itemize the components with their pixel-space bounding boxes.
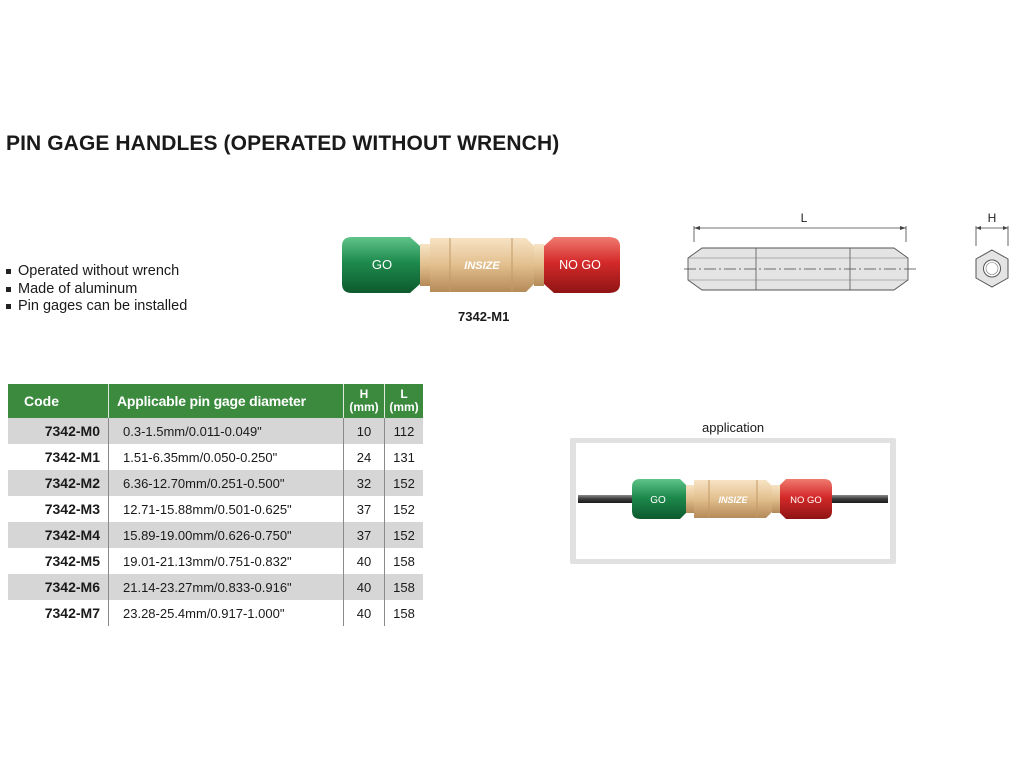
cell-code: 7342-M3 xyxy=(8,496,109,522)
bullet-icon xyxy=(6,304,11,310)
length-dimension-diagram: L xyxy=(684,211,916,291)
brand-logo: INSIZE xyxy=(464,260,500,272)
cell-diameter: 12.71-15.88mm/0.501-0.625" xyxy=(108,496,344,522)
table-row: 7342-M1 1.51-6.35mm/0.050-0.250" 24 131 xyxy=(8,444,423,470)
cell-diameter: 0.3-1.5mm/0.011-0.049" xyxy=(108,418,344,444)
specification-table: Code Applicable pin gage diameter H(mm) … xyxy=(8,384,423,626)
cell-diameter: 19.01-21.13mm/0.751-0.832" xyxy=(108,548,344,574)
cell-h: 37 xyxy=(343,496,385,522)
cell-h: 40 xyxy=(343,600,385,626)
feature-item: Pin gages can be installed xyxy=(4,298,187,316)
app-go-label: GO xyxy=(650,495,666,506)
cell-l: 158 xyxy=(384,548,423,574)
bullet-icon xyxy=(6,269,11,275)
cell-l: 158 xyxy=(384,574,423,600)
table-row: 7342-M2 6.36-12.70mm/0.251-0.500" 32 152 xyxy=(8,470,423,496)
cell-l: 152 xyxy=(384,522,423,548)
cell-code: 7342-M0 xyxy=(8,418,109,444)
length-label: L xyxy=(801,211,808,225)
cell-l: 112 xyxy=(384,418,423,444)
table-row: 7342-M6 21.14-23.27mm/0.833-0.916" 40 15… xyxy=(8,574,423,600)
application-image: GO INSIZE NO GO xyxy=(578,479,888,519)
cell-h: 37 xyxy=(343,522,385,548)
cell-diameter: 1.51-6.35mm/0.050-0.250" xyxy=(108,444,344,470)
cell-diameter: 21.14-23.27mm/0.833-0.916" xyxy=(108,574,344,600)
app-nogo-label: NO GO xyxy=(790,495,822,506)
page-title: PIN GAGE HANDLES (OPERATED WITHOUT WRENC… xyxy=(6,132,560,155)
header-code: Code xyxy=(8,384,109,418)
go-label: GO xyxy=(372,257,392,272)
pin-gage-handle-image: GO INSIZE NO GO xyxy=(342,237,620,293)
application-label: application xyxy=(702,420,765,435)
header-h: H(mm) xyxy=(343,384,385,418)
height-dimension-diagram: H xyxy=(975,211,1009,288)
cell-h: 40 xyxy=(343,548,385,574)
bullet-icon xyxy=(6,286,11,292)
cell-code: 7342-M2 xyxy=(8,470,109,496)
cell-code: 7342-M4 xyxy=(8,522,109,548)
product-code: 7342-M1 xyxy=(458,309,510,324)
table-row: 7342-M5 19.01-21.13mm/0.751-0.832" 40 15… xyxy=(8,548,423,574)
cell-h: 32 xyxy=(343,470,385,496)
cell-h: 24 xyxy=(343,444,385,470)
cell-code: 7342-M7 xyxy=(8,600,109,626)
header-l: L(mm) xyxy=(384,384,423,418)
application-image-frame: GO INSIZE NO GO xyxy=(570,438,896,564)
cell-l: 158 xyxy=(384,600,423,626)
table-row: 7342-M0 0.3-1.5mm/0.011-0.049" 10 112 xyxy=(8,418,423,444)
table-row: 7342-M3 12.71-15.88mm/0.501-0.625" 37 15… xyxy=(8,496,423,522)
cell-l: 131 xyxy=(384,444,423,470)
feature-list: Operated without wrench Made of aluminum… xyxy=(4,263,187,316)
height-label: H xyxy=(988,211,997,225)
app-brand-logo: INSIZE xyxy=(718,495,748,505)
table-header-row: Code Applicable pin gage diameter H(mm) … xyxy=(8,384,423,418)
cell-diameter: 23.28-25.4mm/0.917-1.000" xyxy=(108,600,344,626)
nogo-label: NO GO xyxy=(559,258,601,272)
feature-item: Made of aluminum xyxy=(4,281,187,299)
cell-l: 152 xyxy=(384,496,423,522)
cell-h: 10 xyxy=(343,418,385,444)
cell-diameter: 6.36-12.70mm/0.251-0.500" xyxy=(108,470,344,496)
cell-code: 7342-M6 xyxy=(8,574,109,600)
cell-code: 7342-M1 xyxy=(8,444,109,470)
cell-code: 7342-M5 xyxy=(8,548,109,574)
cell-h: 40 xyxy=(343,574,385,600)
cell-diameter: 15.89-19.00mm/0.626-0.750" xyxy=(108,522,344,548)
feature-item: Operated without wrench xyxy=(4,263,187,281)
cell-l: 152 xyxy=(384,470,423,496)
table-row: 7342-M4 15.89-19.00mm/0.626-0.750" 37 15… xyxy=(8,522,423,548)
header-diameter: Applicable pin gage diameter xyxy=(108,384,344,418)
table-row: 7342-M7 23.28-25.4mm/0.917-1.000" 40 158 xyxy=(8,600,423,626)
